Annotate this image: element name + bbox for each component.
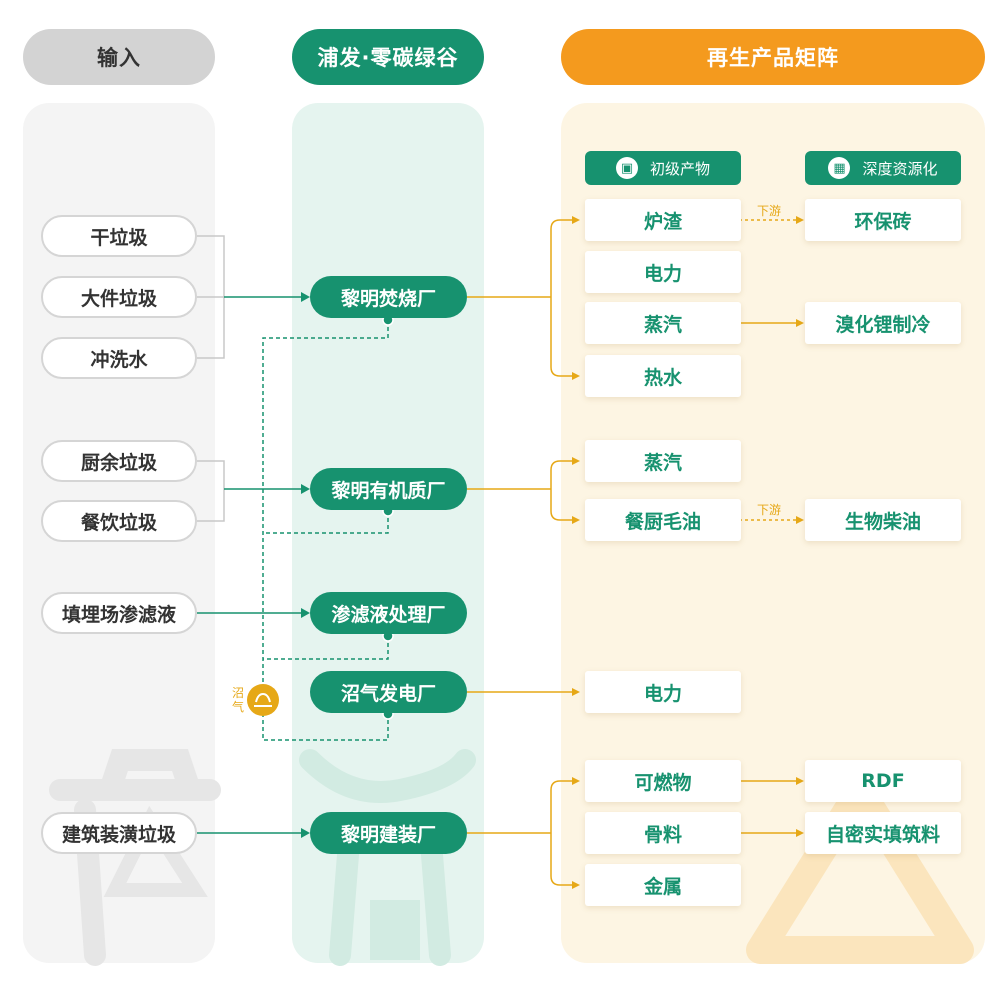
downstream-tag-2: 下游 (757, 503, 782, 517)
plant-construction: 黎明建装厂 (310, 812, 467, 854)
biogas-icon (247, 684, 279, 716)
primary-products-header: ▣ 初级产物 (585, 151, 741, 185)
product-aggregate: 骨料 (585, 812, 741, 854)
input-catering-waste: 餐饮垃圾 (41, 500, 197, 542)
product-hot-water: 热水 (585, 355, 741, 397)
plant-organic: 黎明有机质厂 (310, 468, 467, 510)
deep-biodiesel: 生物柴油 (805, 499, 961, 541)
deep-self-compacting-fill: 自密实填筑料 (805, 812, 961, 854)
grid-icon: ▦ (828, 157, 851, 179)
box-icon: ▣ (615, 157, 638, 179)
deep-rdf: RDF (805, 760, 961, 802)
product-slag: 炉渣 (585, 199, 741, 241)
plant-column-header: 浦发·零碳绿谷 (292, 29, 484, 85)
input-bulky-waste: 大件垃圾 (41, 276, 197, 318)
product-combustibles: 可燃物 (585, 760, 741, 802)
input-column-header: 输入 (23, 29, 215, 85)
input-landfill-leachate: 填埋场渗滤液 (41, 592, 197, 634)
deep-recycling-header: ▦ 深度资源化 (805, 151, 961, 185)
product-power: 电力 (585, 251, 741, 293)
plant-biogas-power: 沼气发电厂 (310, 671, 467, 713)
biogas-label: 沼气 (232, 686, 245, 714)
product-steam: 蒸汽 (585, 302, 741, 344)
deep-eco-brick: 环保砖 (805, 199, 961, 241)
input-dry-waste: 干垃圾 (41, 215, 197, 257)
product-metal: 金属 (585, 864, 741, 906)
input-construction-waste: 建筑装潢垃圾 (41, 812, 197, 854)
product-power-biogas: 电力 (585, 671, 741, 713)
deep-libr-cooling: 溴化锂制冷 (805, 302, 961, 344)
input-flushing-water: 冲洗水 (41, 337, 197, 379)
product-waste-oil: 餐厨毛油 (585, 499, 741, 541)
plant-leachate: 渗滤液处理厂 (310, 592, 467, 634)
plant-incineration: 黎明焚烧厂 (310, 276, 467, 318)
products-column-header: 再生产品矩阵 (561, 29, 985, 85)
downstream-tag-1: 下游 (757, 204, 782, 218)
product-steam-organic: 蒸汽 (585, 440, 741, 482)
input-kitchen-waste: 厨余垃圾 (41, 440, 197, 482)
